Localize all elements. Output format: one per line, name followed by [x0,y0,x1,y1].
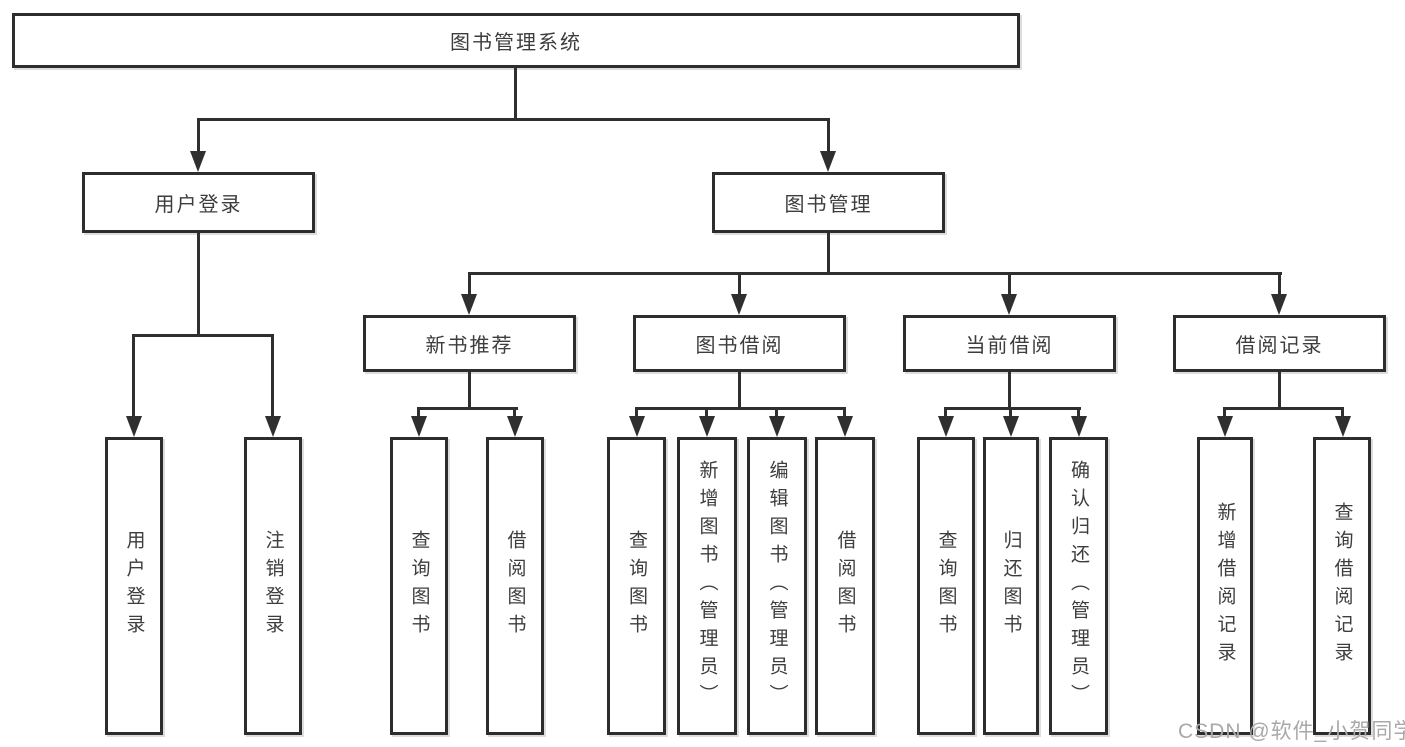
node-label: 查询图书 [626,530,647,642]
arrow-down-icon [1217,416,1233,437]
connector-line [271,334,274,416]
csdn-watermark: CSDN @软件_小贺同学 [1178,720,1405,743]
node-label: 新增图书（管理员） [696,460,718,712]
connector-line [1077,407,1080,418]
node-label: 注销登录 [262,530,284,642]
connector-line [514,68,517,120]
connector-line [635,407,845,410]
node-label: 查询借阅记录 [1331,502,1353,670]
node-label: 图书借阅 [695,335,784,357]
node-label: 图书管理系统 [450,32,582,54]
node-label: 新增借阅记录 [1214,502,1236,670]
arrow-down-icon [190,151,206,172]
arrow-down-icon [629,416,645,437]
connector-line [1009,407,1012,418]
node-label: 借阅图书 [834,530,856,642]
arrow-down-icon [461,294,477,315]
node-label: 新书推荐 [425,335,514,357]
connector-line [1008,272,1011,295]
node-book-borrow: 图书借阅 [633,315,846,372]
connector-line [944,407,1081,410]
connector-line [1223,407,1344,410]
node-book-management: 图书管理 [712,172,945,233]
connector-line [635,407,638,418]
node-label: 查询图书 [935,530,957,642]
arrow-down-icon [769,416,785,437]
connector-line [468,372,471,410]
arrow-down-icon [731,294,747,315]
node-label: 确认归还（管理员） [1068,460,1089,712]
connector-line [468,272,471,295]
arrow-down-icon [507,416,523,437]
node-label: 图书管理 [784,194,873,216]
leaf-current-query-books: 查询图书 [917,437,975,735]
node-label: 用户登录 [154,194,243,216]
node-borrow-records: 借阅记录 [1173,315,1386,372]
leaf-borrow-query-books: 查询图书 [607,437,666,735]
connector-line [1341,407,1344,418]
connector-line [738,372,741,410]
leaf-add-borrow-record: 新增借阅记录 [1197,437,1253,735]
arrow-down-icon [1001,294,1017,315]
connector-line [132,334,274,337]
arrow-down-icon [265,416,281,437]
connector-line [1278,272,1281,295]
connector-line [827,233,830,274]
connector-line [417,407,420,418]
connector-line [944,407,947,418]
node-library-management-system: 图书管理系统 [12,13,1020,68]
connector-line [468,272,1282,275]
arrow-down-icon [938,416,954,437]
arrow-down-icon [1271,294,1287,315]
leaf-add-books-admin: 新增图书（管理员） [677,437,737,735]
connector-line [1278,372,1281,410]
arrow-down-icon [820,151,836,172]
leaf-recommend-query-books: 查询图书 [390,437,448,735]
connector-line [513,407,516,418]
connector-line [197,233,200,337]
arrow-down-icon [1335,416,1351,437]
connector-line [705,407,708,418]
connector-line [417,407,518,410]
node-label: 借阅记录 [1235,335,1324,357]
arrow-down-icon [1003,416,1019,437]
node-label: 借阅图书 [504,530,526,642]
connector-line [827,118,830,153]
node-current-borrow: 当前借阅 [903,315,1116,372]
arrow-down-icon [411,416,427,437]
node-label: 归还图书 [1000,530,1022,642]
arrow-down-icon [126,416,142,437]
connector-line [1223,407,1226,418]
arrow-down-icon [1071,416,1087,437]
leaf-edit-books-admin: 编辑图书（管理员） [747,437,807,735]
arrow-down-icon [699,416,715,437]
node-label: 查询图书 [408,530,430,642]
connector-line [775,407,778,418]
connector-line [197,118,830,121]
arrow-down-icon [837,416,853,437]
node-user-login: 用户登录 [82,172,315,233]
leaf-recommend-borrow-books: 借阅图书 [486,437,544,735]
leaf-query-borrow-record: 查询借阅记录 [1313,437,1371,735]
connector-line [843,407,846,418]
leaf-borrow-books: 借阅图书 [815,437,875,735]
leaf-logout: 注销登录 [244,437,302,735]
connector-line [197,118,200,153]
node-label: 编辑图书（管理员） [766,460,788,712]
leaf-return-books: 归还图书 [983,437,1039,735]
node-label: 当前借阅 [965,335,1054,357]
node-label: 用户登录 [123,530,145,642]
connector-line [132,334,135,416]
leaf-user-login: 用户登录 [105,437,163,735]
node-new-book-recommend: 新书推荐 [363,315,576,372]
connector-line [1008,372,1011,410]
connector-line [738,272,741,295]
leaf-confirm-return-admin: 确认归还（管理员） [1049,437,1108,735]
